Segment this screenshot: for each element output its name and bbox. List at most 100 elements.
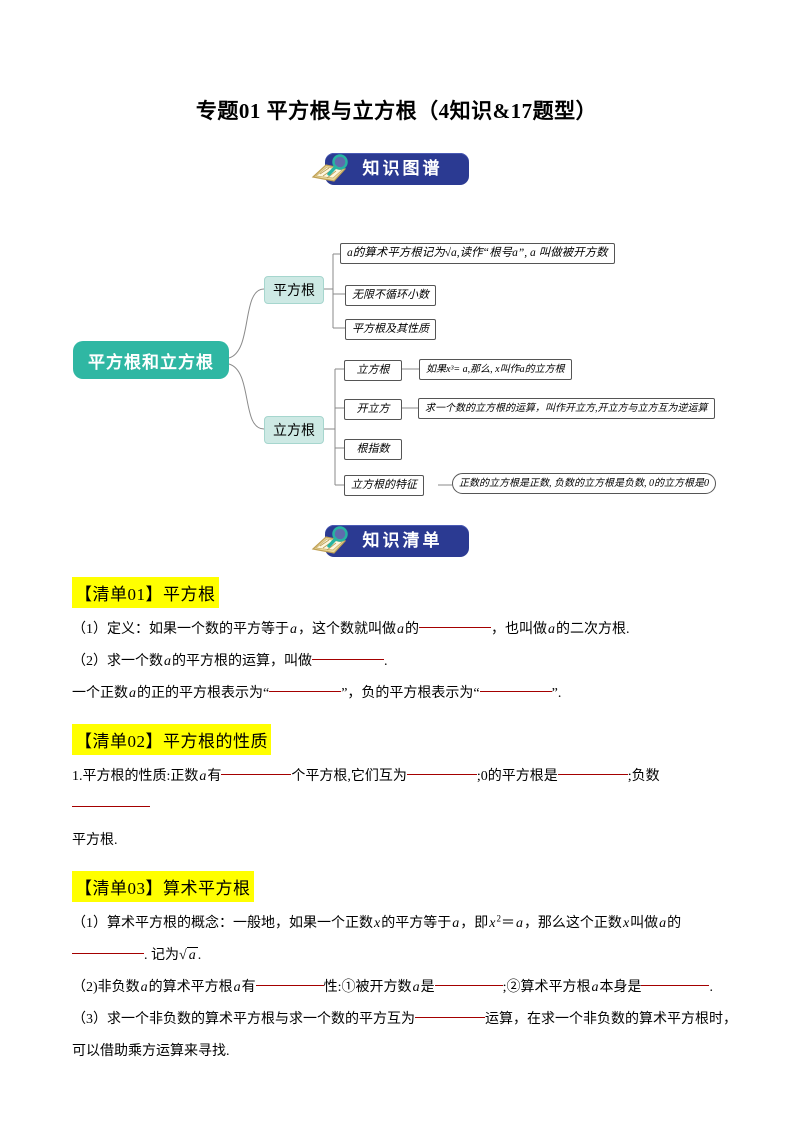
math-variable: a (515, 916, 523, 931)
text-line: （3）求一个非负数的算术平方根与求一个数的平方互为 运算，在求一个非负数的算术平… (72, 1004, 737, 1036)
math-variable: x (374, 916, 381, 931)
text-run: . (709, 980, 713, 995)
text-run: 的正的平方根表示为“ (137, 686, 270, 701)
blank-underline (641, 972, 710, 986)
text-run: 运算，在求一个非负数的算术平方根时， (485, 1012, 737, 1027)
text-run: ;负数 (627, 769, 660, 784)
text-run: 的 (405, 622, 419, 637)
text-line: （2)非负数a的算术平方根a有 性:①被开方数a是 ;②算术平方根a本身是 . (72, 972, 737, 1004)
page-title: 专题01 平方根与立方根（4知识&17题型） (195, 99, 598, 123)
text-run: 性:①被开方数 (323, 980, 412, 995)
text-run: . (197, 948, 202, 963)
mindmap-node-radical-index: 根指数 (344, 439, 402, 460)
text-run: （2)非负数 (72, 980, 140, 995)
text-run: 叫做 (630, 916, 659, 931)
math-variable: a (164, 654, 171, 669)
mindmap-detail-cube-root-definition: 如果x³= a,那么, x叫作a的立方根 (419, 359, 572, 380)
knowledge-map-banner: 知识图谱 (311, 153, 469, 185)
blank-underline (255, 972, 324, 986)
mindmap-detail-cube-root-features: 正数的立方根是正数, 负数的立方根是负数, 0的立方根是0 (452, 473, 716, 494)
blank-underline (406, 761, 477, 775)
section-header: 【清单02】平方根的性质 (72, 724, 271, 755)
math-variable: a (290, 622, 297, 637)
blank-underline (415, 1004, 485, 1018)
knowledge-map-banner-label: 知识图谱 (362, 159, 443, 178)
text-run: ，那么这个正数 (523, 916, 622, 931)
text-line: （1）算术平方根的概念：一般地，如果一个正数x的平方等于a，即x2＝a，那么这个… (72, 908, 737, 940)
text-run: ，也叫做 (491, 622, 547, 637)
blank-underline (419, 614, 491, 628)
text-run: ”，负的平方根表示为“ (341, 686, 480, 701)
text-run: （2）求一个数 (72, 654, 163, 669)
text-run: ;②算术平方根 (502, 980, 591, 995)
knowledge-sections: 【清单01】平方根（1）定义：如果一个数的平方等于a，这个数就叫做a的 ，也叫做… (0, 577, 793, 1068)
math-variable: a (548, 622, 555, 637)
math-variable: a (397, 622, 404, 637)
mindmap: 平方根和立方根 平方根 立方根 a的算术平方根记为√a,读作“根号a”, a 叫… (0, 229, 793, 519)
section-header: 【清单03】算术平方根 (72, 871, 254, 902)
text-run: （1）算术平方根的概念：一般地，如果一个正数 (72, 916, 373, 931)
text-run: 的平方根的运算，叫做 (172, 654, 312, 669)
text-run: 有 (207, 769, 222, 784)
section: 【清单02】平方根的性质 1.平方根的性质:正数a有 个平方根,它们互为 ;0的平… (72, 724, 737, 857)
text-run: 的算术平方根 (148, 980, 233, 995)
text-run: （1）定义：如果一个数的平方等于 (72, 622, 289, 637)
mindmap-node-cube-root-features: 立方根的特征 (344, 475, 424, 496)
math-variable: a (412, 980, 420, 995)
text-line: （1）定义：如果一个数的平方等于a，这个数就叫做a的 ，也叫做a的二次方根. (72, 614, 737, 646)
math-variable: a (129, 686, 136, 701)
mindmap-connectors (228, 253, 452, 486)
blank-underline (557, 761, 628, 775)
book-magnifier-icon (307, 151, 355, 189)
text-run: （3）求一个非负数的算术平方根与求一个数的平方互为 (72, 1012, 415, 1027)
text-line: 平方根. (72, 825, 737, 857)
text-line: （2）求一个数a的平方根的运算，叫做 . (72, 646, 737, 678)
math-variable: a (233, 980, 241, 995)
book-magnifier-icon (307, 523, 355, 561)
text-line: . 记为√a. (72, 940, 737, 972)
mindmap-leaf-sqrt-properties: 平方根及其性质 (345, 319, 436, 340)
math-variable: a (199, 769, 207, 784)
math-variable: a (591, 980, 599, 995)
text-run: 一个正数 (72, 686, 128, 701)
mindmap-leaf-non-repeating-decimal: 无限不循环小数 (345, 285, 436, 306)
blank-underline (479, 678, 552, 692)
text-line: 一个正数a的正的平方根表示为“ ”，负的平方根表示为“ ”. (72, 678, 737, 710)
sqrt-expression: √a (179, 947, 198, 963)
text-run: 1.平方根的性质:正数 (72, 769, 199, 784)
text-run: 平方根. (72, 833, 118, 848)
mindmap-node-cube-root: 立方根 (344, 360, 402, 381)
math-variable: x (622, 916, 630, 931)
text-run: ”. (551, 686, 562, 701)
mindmap-detail-cube-root-operation: 求一个数的立方根的运算，叫作开立方,开立方与立方互为逆运算 (418, 398, 715, 419)
math-variable: a (452, 916, 460, 931)
text-run: . 记为 (144, 948, 179, 963)
math-variable: x (489, 916, 496, 931)
blank-underline (434, 972, 503, 986)
blank-underline (72, 793, 150, 807)
blank-underline (72, 940, 144, 954)
section-header-row: 【清单02】平方根的性质 (72, 724, 737, 755)
knowledge-map-banner-row: 知识图谱 (0, 153, 793, 185)
text-run: 的平方等于 (381, 916, 452, 931)
mindmap-branch-cube-root: 立方根 (264, 416, 324, 444)
superscript: 2 (496, 913, 501, 924)
mindmap-branch-square-root: 平方根 (264, 276, 324, 304)
text-run: 可以借助乘方运算来寻找. (72, 1044, 230, 1059)
text-run: 的二次方根. (556, 622, 630, 637)
section: 【清单01】平方根（1）定义：如果一个数的平方等于a，这个数就叫做a的 ，也叫做… (72, 577, 737, 710)
radical-sign: √ (179, 948, 187, 963)
text-line: 可以借助乘方运算来寻找. (72, 1036, 737, 1068)
section-header-row: 【清单03】算术平方根 (72, 871, 737, 902)
text-run: 的 (667, 916, 682, 931)
knowledge-list-banner-label: 知识清单 (362, 531, 443, 550)
blank-underline (221, 761, 292, 775)
text-run: 个平方根,它们互为 (291, 769, 407, 784)
text-run: ;0的平方根是 (476, 769, 558, 784)
text-line: 1.平方根的性质:正数a有 个平方根,它们互为 ;0的平方根是 ;负数 (72, 761, 737, 825)
blank-underline (312, 646, 384, 660)
text-run: ，即 (460, 916, 489, 931)
text-run: 本身是 (599, 980, 642, 995)
knowledge-list-banner: 知识清单 (311, 525, 469, 557)
